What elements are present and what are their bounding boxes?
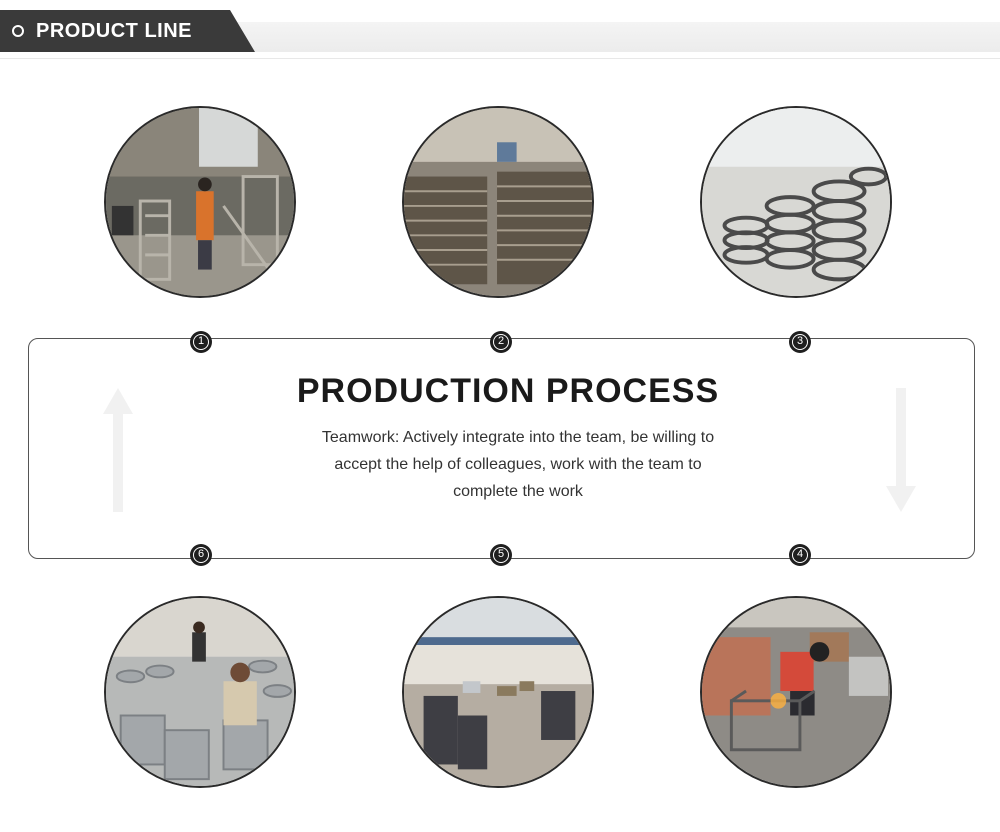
arrow-up-icon: [103, 388, 133, 512]
step-badge-1: 1: [190, 331, 212, 353]
photo-step-2: [402, 106, 594, 298]
photo-step-3: [700, 106, 892, 298]
step-number: 6: [193, 547, 209, 563]
header-band: [200, 22, 1000, 52]
header-tab: [0, 10, 255, 52]
photo-step-4: [700, 596, 892, 788]
description-line: Teamwork: Actively integrate into the te…: [321, 429, 715, 446]
step-number: 4: [792, 547, 808, 563]
step-number: 3: [792, 334, 808, 350]
description-line: accept the help of colleagues, work with…: [334, 456, 702, 473]
section-title: PRODUCT LINE: [36, 20, 192, 42]
section-header: PRODUCT LINE: [0, 10, 1000, 52]
description-line: complete the work: [453, 483, 583, 500]
step-number: 5: [493, 547, 509, 563]
step-badge-6: 6: [190, 544, 212, 566]
process-title: PRODUCTION PROCESS: [296, 372, 720, 410]
circle-icon: [12, 25, 24, 37]
step-badge-2: 2: [490, 331, 512, 353]
process-description: Teamwork: Actively integrate into the te…: [270, 424, 766, 505]
arrow-down-icon: [886, 388, 916, 512]
photo-step-1: [104, 106, 296, 298]
step-badge-3: 3: [789, 331, 811, 353]
photo-step-5: [402, 596, 594, 788]
header-divider: [0, 58, 1000, 59]
photo-step-6: [104, 596, 296, 788]
step-badge-4: 4: [789, 544, 811, 566]
process-panel: [28, 338, 975, 559]
step-number: 1: [193, 334, 209, 350]
step-badge-5: 5: [490, 544, 512, 566]
step-number: 2: [493, 334, 509, 350]
